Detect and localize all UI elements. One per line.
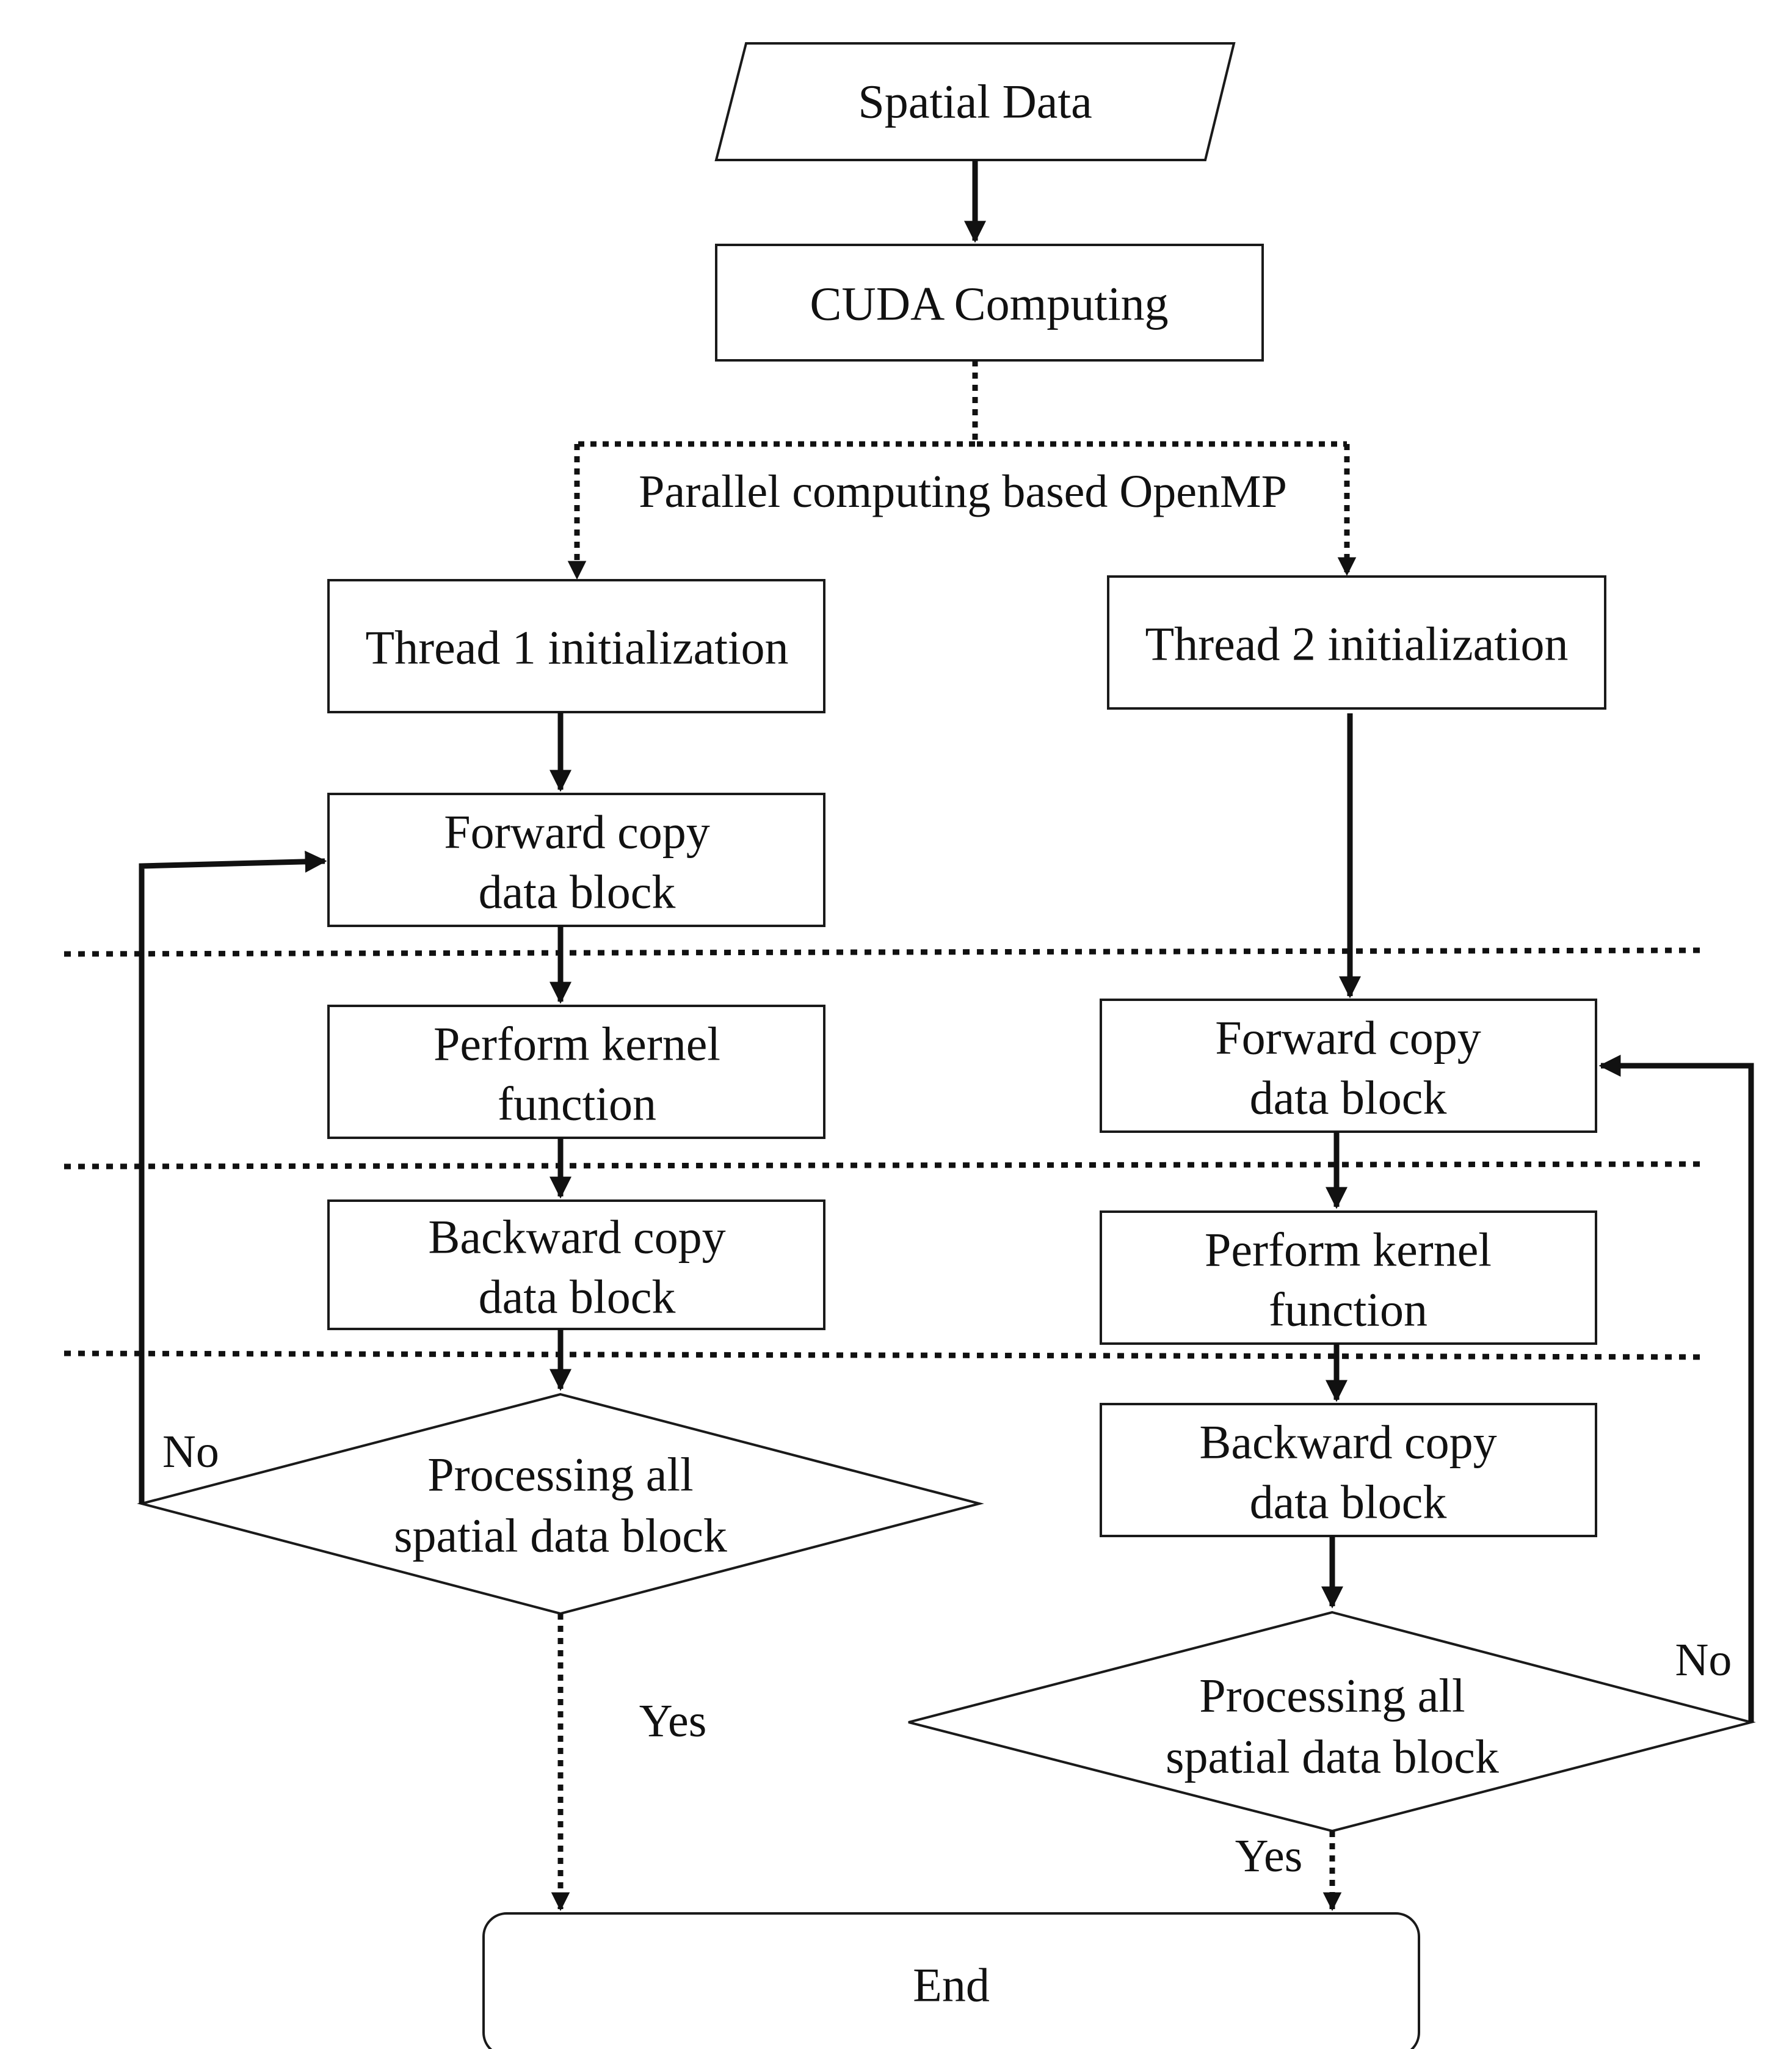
t2-decision-line1: Processing all	[1199, 1669, 1465, 1722]
t1-perform-kernel-box	[327, 1005, 825, 1139]
t1-forward-copy-line2: data block	[479, 865, 676, 919]
t1-no-label: No	[162, 1426, 219, 1477]
spatial-data-label: Spatial Data	[858, 75, 1092, 128]
cuda-computing-label: CUDA Computing	[810, 277, 1168, 330]
t1-backward-copy-line1: Backward copy	[428, 1210, 725, 1264]
cuda-computing-box	[715, 244, 1264, 362]
t1-backward-copy-box	[327, 1199, 825, 1330]
end-terminal	[482, 1912, 1420, 2049]
t1-yes-label: Yes	[639, 1695, 707, 1747]
stage-separator-3	[63, 1350, 1704, 1360]
spatial-data-input	[714, 42, 1236, 161]
parallel-openmp-label: Parallel computing based OpenMP	[639, 466, 1287, 517]
t2-no-loop-arrow	[1598, 1055, 1754, 1722]
t1-decision-line1: Processing all	[427, 1448, 693, 1501]
t1-forward-copy-box	[327, 793, 825, 927]
t2-perform-kernel-line1: Perform kernel	[1205, 1223, 1492, 1276]
t1-backward-copy-line2: data block	[479, 1270, 676, 1323]
t2-forward-copy-line2: data block	[1250, 1071, 1447, 1124]
t2-decision-line2: spatial data block	[1166, 1730, 1499, 1783]
thread2-init-box	[1107, 575, 1606, 710]
stage-separator-1	[63, 947, 1704, 957]
t2-perform-kernel-line2: function	[1269, 1283, 1427, 1336]
t2-backward-copy-line1: Backward copy	[1199, 1416, 1496, 1469]
thread2-init-label: Thread 2 initialization	[1145, 617, 1568, 671]
t1-perform-kernel-line1: Perform kernel	[433, 1017, 720, 1071]
t2-forward-copy-box	[1100, 999, 1597, 1133]
openmp-split-line	[972, 360, 1347, 447]
t1-decision-diamond	[137, 1392, 984, 1615]
t1-perform-kernel-line2: function	[498, 1077, 656, 1130]
t1-decision-line2: spatial data block	[394, 1509, 727, 1562]
t1-no-loop-arrow	[139, 850, 327, 1504]
end-label: End	[913, 1959, 990, 2012]
t2-yes-label: Yes	[1235, 1830, 1303, 1882]
t2-no-label: No	[1675, 1634, 1732, 1686]
stage-separator-2	[63, 1161, 1704, 1170]
t2-backward-copy-box	[1100, 1403, 1597, 1537]
thread1-init-label: Thread 1 initialization	[365, 621, 788, 674]
t2-perform-kernel-box	[1100, 1210, 1597, 1345]
t2-forward-copy-line1: Forward copy	[1215, 1011, 1481, 1065]
t2-backward-copy-line2: data block	[1250, 1476, 1447, 1529]
thread1-init-box	[327, 579, 825, 713]
t1-forward-copy-line1: Forward copy	[444, 806, 709, 859]
